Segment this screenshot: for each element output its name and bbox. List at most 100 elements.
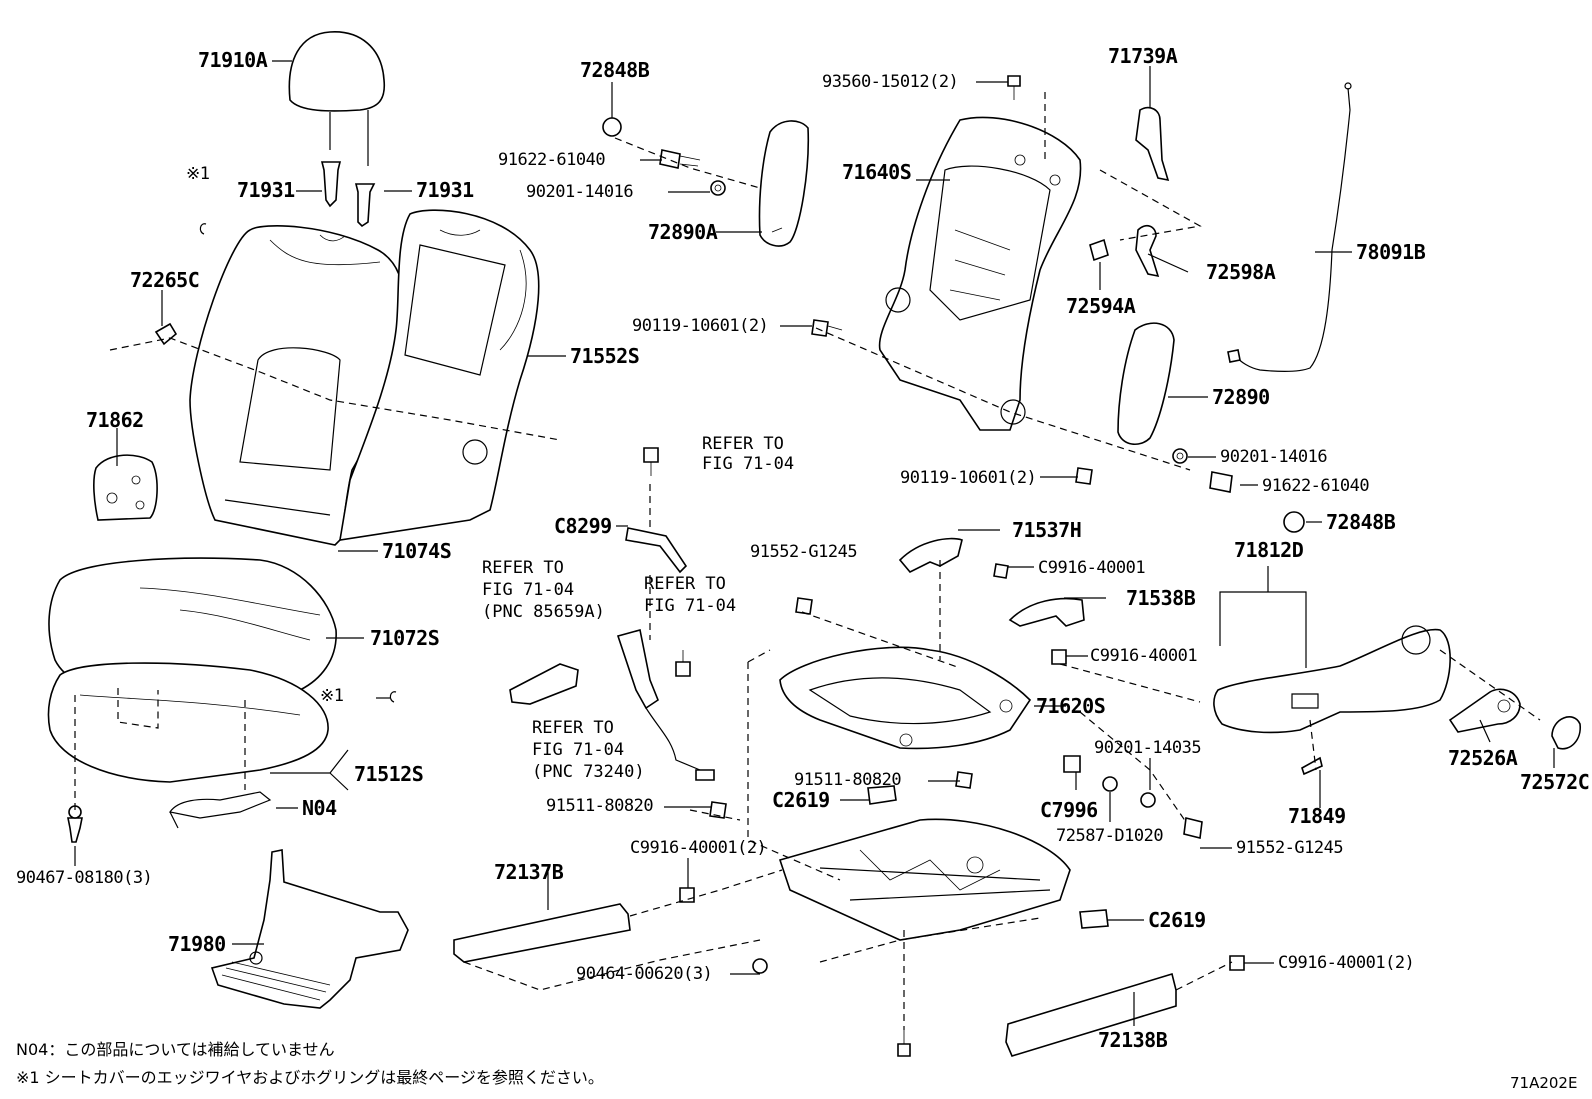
cap-72848B-right-drawing: [1283, 511, 1305, 533]
seatback-pad-drawing: [339, 209, 540, 541]
label-72137B: 72137B: [494, 860, 564, 884]
label-C9916-d: C9916-40001(2): [1278, 953, 1415, 973]
ref2-line3: (PNC 85659A): [482, 602, 605, 622]
bracket-85659A-drawing: [509, 663, 579, 705]
bolt-90119-b-drawing: [1075, 467, 1093, 485]
bolt-91552-bot-drawing: [1183, 817, 1203, 839]
label-72265C: 72265C: [130, 268, 200, 292]
label-90201-14016-right: 90201-14016: [1220, 447, 1328, 467]
label-72594A: 72594A: [1066, 294, 1136, 318]
lever-72526A-drawing: [1448, 688, 1521, 733]
ref4-line1: REFER TO: [532, 718, 614, 738]
headrest-drawing: [288, 31, 386, 166]
side-cover-72890-drawing: [1117, 322, 1175, 445]
label-C9916-a: C9916-40001: [1038, 558, 1146, 578]
bolt-ref1-drawing: [643, 447, 659, 476]
label-72848B-right: 72848B: [1326, 510, 1396, 534]
label-71849: 71849: [1288, 804, 1346, 828]
buckle-drawing: [616, 629, 715, 781]
label-72526A: 72526A: [1448, 746, 1518, 770]
label-72890: 72890: [1212, 385, 1270, 409]
label-90119-a: 90119-10601(2): [632, 316, 769, 336]
clip-72265C-drawing: [154, 322, 178, 346]
label-90201-14035: 90201-14035: [1094, 738, 1202, 758]
label-71074S: 71074S: [382, 539, 452, 563]
trim-71849-drawing: [1301, 756, 1323, 776]
label-71980: 71980: [168, 932, 226, 956]
label-91552-top: 91552-G1245: [750, 542, 858, 562]
label-90201-14016-left: 90201-14016: [526, 182, 634, 202]
cover-72598A-drawing: [1135, 224, 1160, 278]
label-71931-left: 71931: [237, 178, 295, 202]
symbol-star1-mid: ※1: [320, 686, 344, 706]
label-71537H: 71537H: [1012, 518, 1082, 542]
label-91622-left: 91622-61040: [498, 150, 606, 170]
label-71931-right: 71931: [416, 178, 474, 202]
label-78091B: 78091B: [1356, 240, 1426, 264]
ref3-line1: REFER TO: [644, 574, 726, 594]
label-C9916-b: C9916-40001: [1090, 646, 1198, 666]
label-72138B: 72138B: [1098, 1028, 1168, 1052]
cable-78091B-drawing: [1227, 82, 1352, 372]
label-C2619-a: C2619: [772, 788, 830, 812]
ref4-line2: FIG 71-04: [532, 740, 625, 760]
label-91511-b: 91511-80820: [546, 796, 654, 816]
cover-71739A-drawing: [1135, 106, 1170, 182]
shield-71812D-drawing: [1213, 625, 1451, 734]
label-71640S: 71640S: [842, 160, 912, 184]
label-71862: 71862: [86, 408, 144, 432]
bolt-C9916-b-drawing: [1051, 649, 1067, 665]
label-90119-b: 90119-10601(2): [900, 468, 1037, 488]
cushion-pad-drawing: [47, 662, 329, 783]
label-71072S: 71072S: [370, 626, 440, 650]
label-71552S: 71552S: [570, 344, 640, 368]
ref2-line2: FIG 71-04: [482, 580, 575, 600]
label-71538B: 71538B: [1126, 586, 1196, 610]
washer-72587-drawing: [1102, 776, 1118, 792]
label-71910A: 71910A: [198, 48, 268, 72]
seatback-frame-drawing: [878, 116, 1082, 431]
label-C8299: C8299: [554, 514, 612, 538]
label-C7996: C7996: [1040, 798, 1098, 822]
clip-90464-drawing: [752, 958, 768, 974]
wire-n04-drawing: [169, 791, 272, 829]
bolt-ref3-drawing: [675, 650, 691, 677]
label-N04: N04: [302, 796, 337, 820]
label-72890A: 72890A: [648, 220, 718, 244]
seatback-cover-drawing: [189, 225, 405, 546]
note-n04: N04：この部品については補給していません: [16, 1040, 335, 1059]
note-star1: ※1 シートカバーのエッジワイヤおよびホグリングは最終ページを参照ください。: [16, 1068, 604, 1087]
headrest-guide-left-drawing: [320, 161, 342, 208]
label-72572C: 72572C: [1520, 770, 1590, 794]
bolt-72848B-top-drawing: [602, 117, 622, 137]
symbol-star1-top: ※1: [186, 164, 210, 184]
bolt-C9916-a-drawing: [993, 563, 1009, 579]
bracket-C8299-drawing: [625, 527, 688, 574]
bracket-71538B-drawing: [1008, 597, 1085, 627]
ref3-line2: FIG 71-04: [644, 596, 737, 616]
label-91622-right: 91622-61040: [1262, 476, 1370, 496]
label-72587: 72587-D1020: [1056, 826, 1164, 846]
figure-code: 71A202E: [1510, 1074, 1578, 1092]
bolt-C9916-d-drawing: [1229, 955, 1245, 971]
label-93560: 93560-15012(2): [822, 72, 959, 92]
bolt-90119-a-drawing: [811, 319, 843, 337]
side-cover-72890A-drawing: [758, 120, 810, 247]
label-72598A: 72598A: [1206, 260, 1276, 284]
label-90464: 90464-00620(3): [576, 964, 713, 984]
ref4-line3: (PNC 73240): [532, 762, 645, 782]
label-90467: 90467-08180(3): [16, 868, 153, 888]
cushion-frame-drawing: [779, 646, 1032, 750]
bolt-91622-left-drawing: [659, 149, 701, 169]
bolt-91511-a-drawing: [955, 771, 973, 789]
bolt-91552-top-drawing: [795, 597, 813, 615]
ref1-line2: FIG 71-04: [702, 454, 795, 474]
label-71620S: 71620S: [1036, 694, 1106, 718]
rail-72137B-drawing: [453, 903, 631, 963]
label-71812D: 71812D: [1234, 538, 1304, 562]
pad-C2619-b-drawing: [1079, 909, 1109, 929]
label-71739A: 71739A: [1108, 44, 1178, 68]
label-72848B-top: 72848B: [580, 58, 650, 82]
label-91552-bot: 91552-G1245: [1236, 838, 1344, 858]
